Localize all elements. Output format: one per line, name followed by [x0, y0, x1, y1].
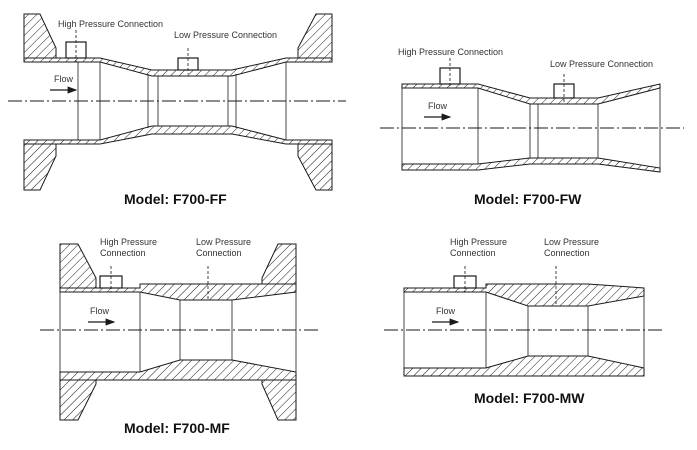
- model-label: Model: F700-MF: [124, 420, 230, 436]
- high-pressure-label: High Pressure Connection: [398, 47, 503, 57]
- high-pressure-label: High Pressure Connection: [58, 19, 163, 29]
- flow-label: Flow: [90, 306, 110, 316]
- venturi-wall-bottom: [403, 355, 645, 377]
- flow-label: Flow: [54, 74, 74, 84]
- venturi-wall-bottom: [401, 157, 661, 173]
- diagram-f700-mf: Flow High Pressure Connection Low Pressu…: [40, 237, 318, 436]
- high-pressure-label-line2: Connection: [100, 248, 146, 258]
- model-label: Model: F700-FW: [474, 191, 582, 207]
- diagram-f700-mw: Flow High Pressure Connection Low Pressu…: [384, 237, 664, 406]
- high-pressure-label-line1: High Pressure: [100, 237, 157, 247]
- high-pressure-label-line2: Connection: [450, 248, 496, 258]
- model-label: Model: F700-MW: [474, 390, 585, 406]
- flange-inlet: [23, 13, 57, 191]
- low-pressure-label-line2: Connection: [544, 248, 590, 258]
- flange-inlet: [59, 243, 97, 421]
- diagram-f700-ff: Flow High Pressure Connection Low Pressu…: [8, 13, 346, 207]
- low-pressure-label-line1: Low Pressure: [196, 237, 251, 247]
- low-pressure-label-line2: Connection: [196, 248, 242, 258]
- high-pressure-label-line1: High Pressure: [450, 237, 507, 247]
- flow-label: Flow: [436, 306, 456, 316]
- venturi-wall-bottom: [59, 359, 297, 381]
- flow-label: Flow: [428, 101, 448, 111]
- low-pressure-label: Low Pressure Connection: [550, 59, 653, 69]
- low-pressure-label-line1: Low Pressure: [544, 237, 599, 247]
- model-label: Model: F700-FF: [124, 191, 227, 207]
- flange-outlet: [261, 243, 297, 421]
- venturi-wall-top: [403, 283, 645, 307]
- venturi-wall-bottom: [23, 125, 333, 145]
- low-pressure-label: Low Pressure Connection: [174, 30, 277, 40]
- diagram-f700-fw: Flow High Pressure Connection Low Pressu…: [380, 47, 684, 207]
- flange-outlet: [297, 13, 333, 191]
